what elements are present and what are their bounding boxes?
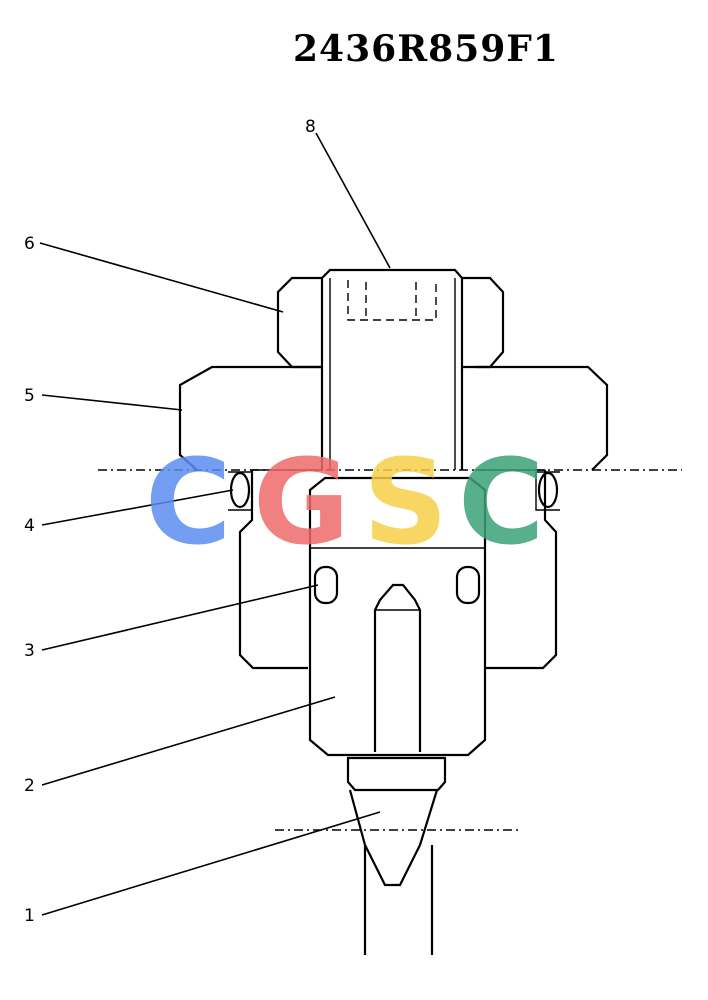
leader-3: [41, 584, 319, 651]
cap-part-6: [276, 276, 505, 369]
callout-2: 2: [24, 776, 35, 796]
plunger-slot: [373, 583, 422, 752]
cgsc-watermark-logo: C G S C: [145, 433, 545, 571]
callout-8: 8: [305, 117, 316, 137]
screw-part-8: [320, 268, 464, 470]
callout-4: 4: [24, 516, 35, 536]
body-lower-housing: [238, 470, 558, 670]
callout-3: 3: [24, 641, 35, 661]
callout-5: 5: [24, 386, 35, 406]
leader-2: [41, 696, 336, 786]
watermark-letter-c1: C: [145, 433, 232, 571]
watermark-letter-c2: C: [458, 433, 545, 571]
leader-5: [41, 394, 183, 411]
part-number-title: 2436R859F1: [293, 28, 559, 70]
watermark-letter-g: G: [253, 433, 350, 571]
screw-hidden-socket: [347, 280, 437, 321]
leader-8: [315, 132, 391, 269]
o-ring-groove-right: [535, 471, 560, 511]
leader-1: [41, 811, 381, 916]
callout-6: 6: [24, 234, 35, 254]
seal-right-part-3: [455, 565, 481, 605]
o-ring-left-part-4: [229, 471, 251, 509]
seal-left-part-3: [313, 565, 339, 605]
o-ring-right-part-4: [537, 471, 559, 509]
leader-4: [41, 489, 234, 526]
callout-1: 1: [24, 906, 35, 926]
plunger-part-2: [308, 476, 487, 757]
o-ring-groove-left: [228, 471, 253, 511]
watermark-letter-s: S: [363, 433, 448, 571]
leader-6: [39, 242, 284, 313]
body-part-5: [178, 365, 609, 471]
tip-part-1: [346, 756, 447, 887]
